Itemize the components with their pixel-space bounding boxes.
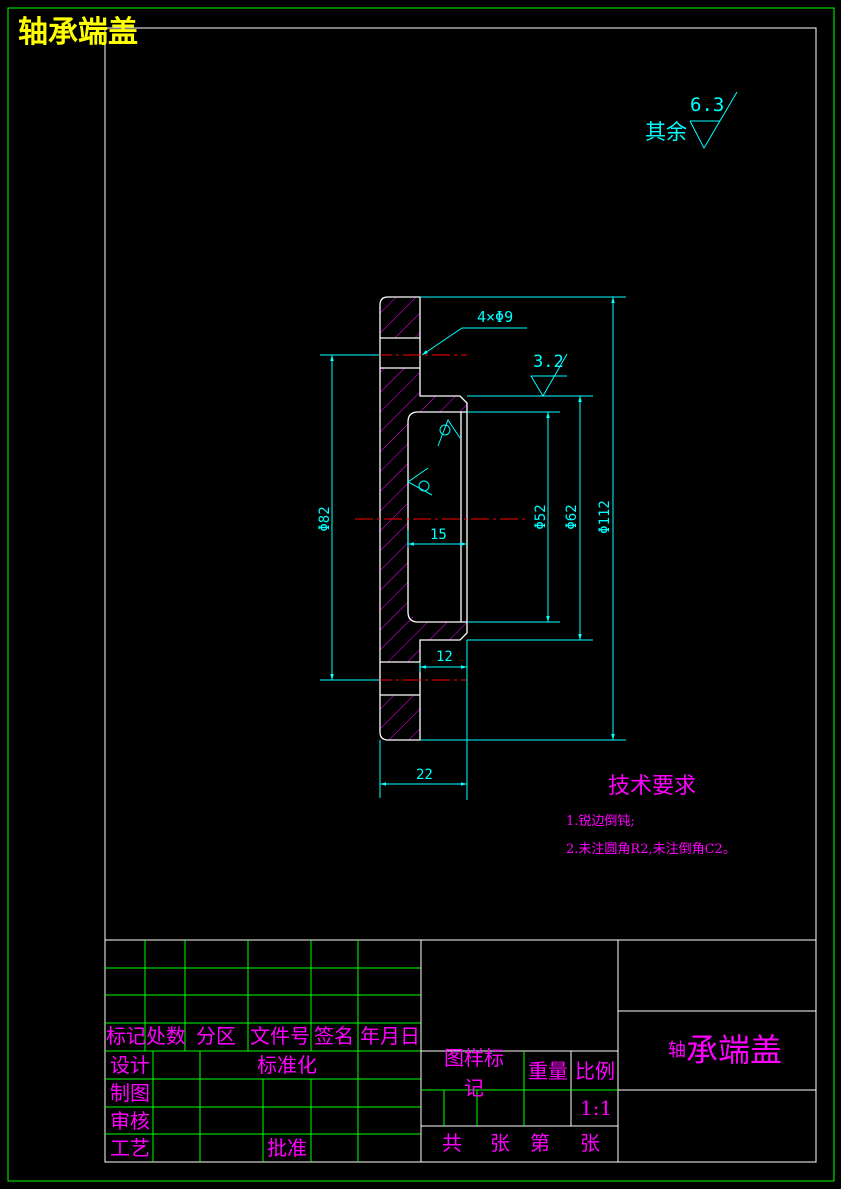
marking-label: 图样标记 [444, 1046, 504, 1100]
dim-d52: Φ52 [533, 504, 549, 530]
dim-len22: 22 [416, 767, 433, 783]
row-approve: 批准 [267, 1136, 307, 1160]
tech-requirement-2: 2.未注圆角R2,未注倒角C2。 [566, 842, 736, 857]
header-count: 处数 [146, 1024, 186, 1048]
roughness-other-label: 其余 [645, 120, 687, 144]
row-design: 设计 [110, 1053, 150, 1077]
header-date: 年月日 [360, 1024, 420, 1048]
header-mark: 标记 [106, 1024, 146, 1048]
scale-label: 比例 [575, 1059, 615, 1083]
corner-title: 轴承端盖 [18, 15, 138, 50]
sheet-number-unit: 张 [580, 1131, 600, 1155]
dim-d62: Φ62 [564, 504, 580, 530]
part-name-big: 承端盖 [686, 1031, 783, 1069]
dim-d82: Φ82 [317, 506, 333, 532]
section-hatch [380, 297, 467, 740]
tech-requirement-1: 1.锐边倒钝; [566, 814, 635, 829]
scale-value: 1:1 [580, 1096, 613, 1120]
sheet-total-label: 共 [442, 1131, 462, 1155]
center-lines [345, 354, 525, 681]
row-drafting: 制图 [110, 1081, 150, 1105]
dim-holes: 4×Φ9 [477, 308, 514, 326]
dim-d112: Φ112 [597, 500, 613, 534]
header-zone: 分区 [196, 1024, 236, 1048]
outer-frame [7, 7, 835, 1182]
weight-label: 重量 [528, 1059, 568, 1083]
part-name-small: 轴 [668, 1040, 686, 1061]
sheet-total-unit: 张 [490, 1131, 510, 1155]
dim-len15: 15 [430, 527, 447, 543]
roughness-other-value: 6.3 [690, 94, 725, 116]
row-standardize: 标准化 [257, 1053, 317, 1077]
header-doc-no: 文件号 [250, 1024, 310, 1048]
row-process: 工艺 [110, 1136, 150, 1160]
tech-requirements-heading: 技术要求 [608, 774, 697, 799]
title-block-grid [104, 939, 817, 1163]
sheet-number-label: 第 [530, 1131, 550, 1155]
row-review: 审核 [110, 1109, 150, 1133]
dimension-lines [320, 91, 738, 800]
dim-roughness-bore: 3.2 [533, 352, 564, 372]
dim-len12: 12 [436, 649, 453, 665]
part-outline [379, 296, 468, 741]
header-signature: 签名 [314, 1024, 354, 1048]
